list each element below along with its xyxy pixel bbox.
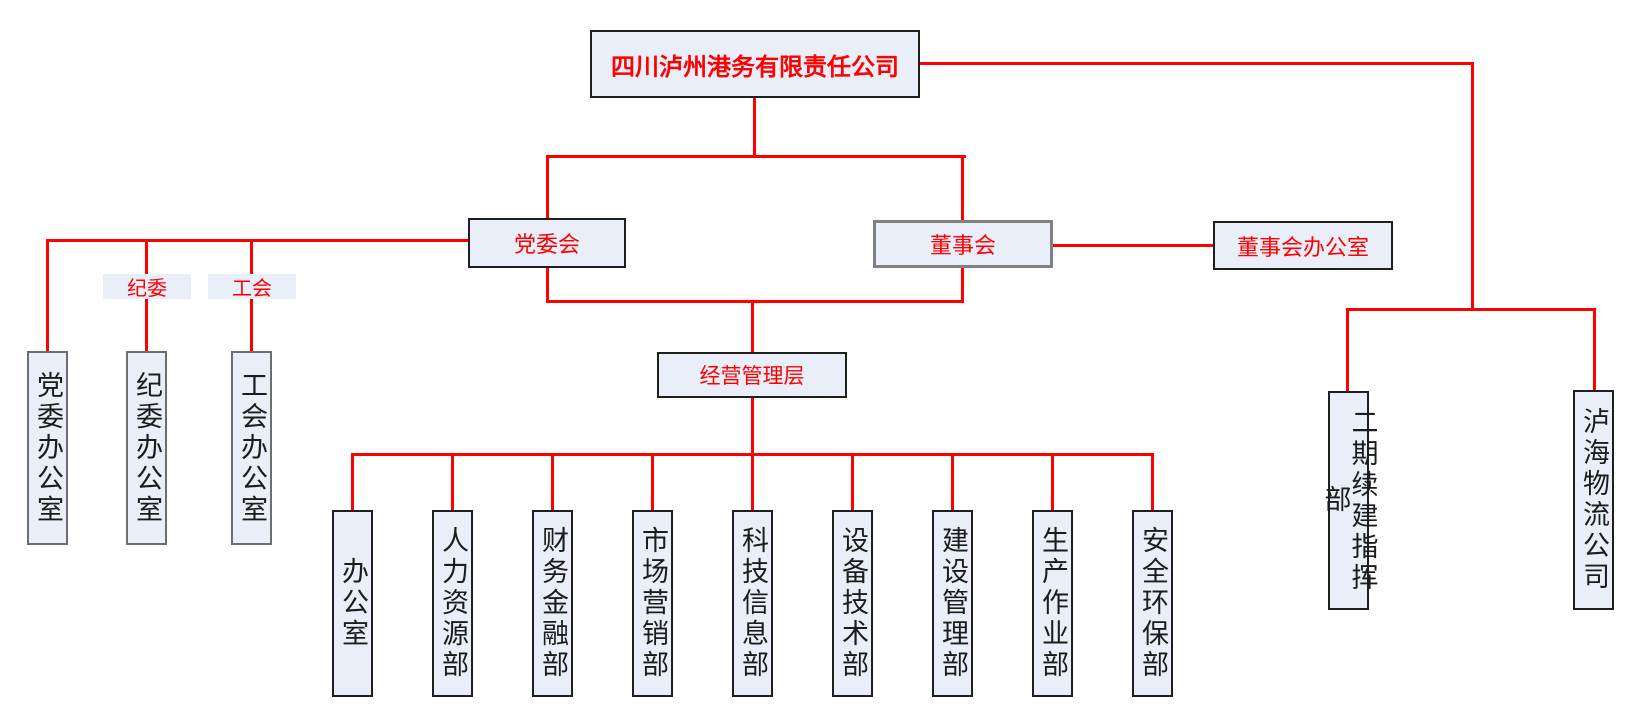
connector-party-office-drop [46, 239, 49, 351]
org-node-dept-label: 市场营销部 [637, 526, 668, 681]
org-node-phase2-hq-label: 二期续建指挥部 [1319, 407, 1378, 594]
org-node-management-label: 经营管理层 [699, 364, 805, 388]
org-node-party-office: 党委办公室 [27, 351, 68, 545]
org-node-dept-tech-info: 科技信息部 [732, 510, 773, 697]
connector-right-main-vertical [1471, 62, 1474, 311]
org-node-dept-marketing: 市场营销部 [632, 510, 673, 697]
org-node-board-office-label: 董事会办公室 [1236, 235, 1369, 261]
org-node-dept-equipment: 设备技术部 [832, 510, 873, 697]
connector-dept-drop-6 [851, 453, 854, 510]
connector-board-to-office [1053, 244, 1213, 247]
org-node-logistics-co-label: 泸海物流公司 [1578, 407, 1609, 593]
org-node-dept-label: 生产作业部 [1037, 526, 1068, 681]
org-tag-labor-union: 工会 [208, 274, 296, 300]
org-node-party-committee: 党委会 [468, 218, 626, 268]
org-node-board-label: 董事会 [929, 234, 996, 259]
org-node-management: 经营管理层 [657, 352, 847, 398]
connector-dept-drop-5 [751, 453, 754, 510]
org-node-board-office: 董事会办公室 [1213, 221, 1393, 270]
org-node-party-office-label: 党委办公室 [32, 370, 63, 526]
org-node-dept-construction: 建设管理部 [932, 510, 973, 697]
org-node-union-office-label: 工会办公室 [236, 370, 267, 526]
org-node-dept-safety-env: 安全环保部 [1132, 510, 1173, 697]
org-node-dept-label: 办公室 [337, 557, 368, 650]
org-node-dept-label: 建设管理部 [937, 526, 968, 681]
org-node-union-office: 工会办公室 [231, 351, 272, 545]
connector-dept-drop-9 [1151, 453, 1154, 510]
connector-party-committee-drop [546, 155, 549, 218]
connector-dept-drop-7 [951, 453, 954, 510]
connector-right-branch-horizontal [1346, 308, 1596, 311]
connector-left-horizontal [46, 239, 470, 242]
connector-dept-drop-4 [651, 453, 654, 510]
connector-management-top [751, 300, 754, 352]
org-tag-discipline-committee: 纪委 [103, 274, 191, 300]
org-node-discipline-office-label: 纪委办公室 [131, 370, 162, 526]
connector-dept-drop-8 [1051, 453, 1054, 510]
org-node-dept-label: 人力资源部 [437, 526, 468, 681]
connector-mid-horizontal [546, 300, 964, 303]
connector-dept-drop-1 [351, 453, 354, 510]
connector-level2-horizontal [546, 155, 966, 158]
org-node-party-committee-label: 党委会 [513, 233, 580, 258]
org-node-phase2-hq: 二期续建指挥部 [1320, 391, 1378, 610]
org-node-dept-label: 设备技术部 [837, 526, 868, 681]
org-node-dept-label: 安全环保部 [1137, 526, 1168, 681]
org-node-dept-human-resources: 人力资源部 [432, 510, 473, 697]
org-node-discipline-office: 纪委办公室 [126, 351, 167, 545]
org-node-board: 董事会 [873, 220, 1053, 268]
connector-party-committee-bottom [546, 268, 549, 303]
connector-phase2-drop [1346, 308, 1349, 391]
connector-root-right-horizontal [920, 62, 1474, 65]
connector-logistics-drop [1593, 308, 1596, 390]
org-node-logistics-co: 泸海物流公司 [1573, 390, 1614, 610]
connector-dept-drop-2 [451, 453, 454, 510]
org-node-dept-production: 生产作业部 [1032, 510, 1073, 697]
org-tag-labor-union-label: 工会 [232, 276, 272, 300]
connector-dept-drop-3 [551, 453, 554, 510]
connector-root-down [753, 98, 756, 157]
org-tag-discipline-committee-label: 纪委 [127, 276, 167, 300]
connector-board-bottom [961, 268, 964, 303]
org-node-dept-label: 财务金融部 [537, 526, 568, 681]
org-node-root: 四川泸州港务有限责任公司 [590, 30, 920, 98]
connector-board-drop [961, 155, 964, 220]
connector-management-bottom [751, 398, 754, 456]
org-node-root-label: 四川泸州港务有限责任公司 [611, 51, 899, 81]
org-node-dept-finance: 财务金融部 [532, 510, 573, 697]
org-node-dept-general-office: 办公室 [332, 510, 373, 697]
org-node-dept-label: 科技信息部 [737, 526, 768, 681]
